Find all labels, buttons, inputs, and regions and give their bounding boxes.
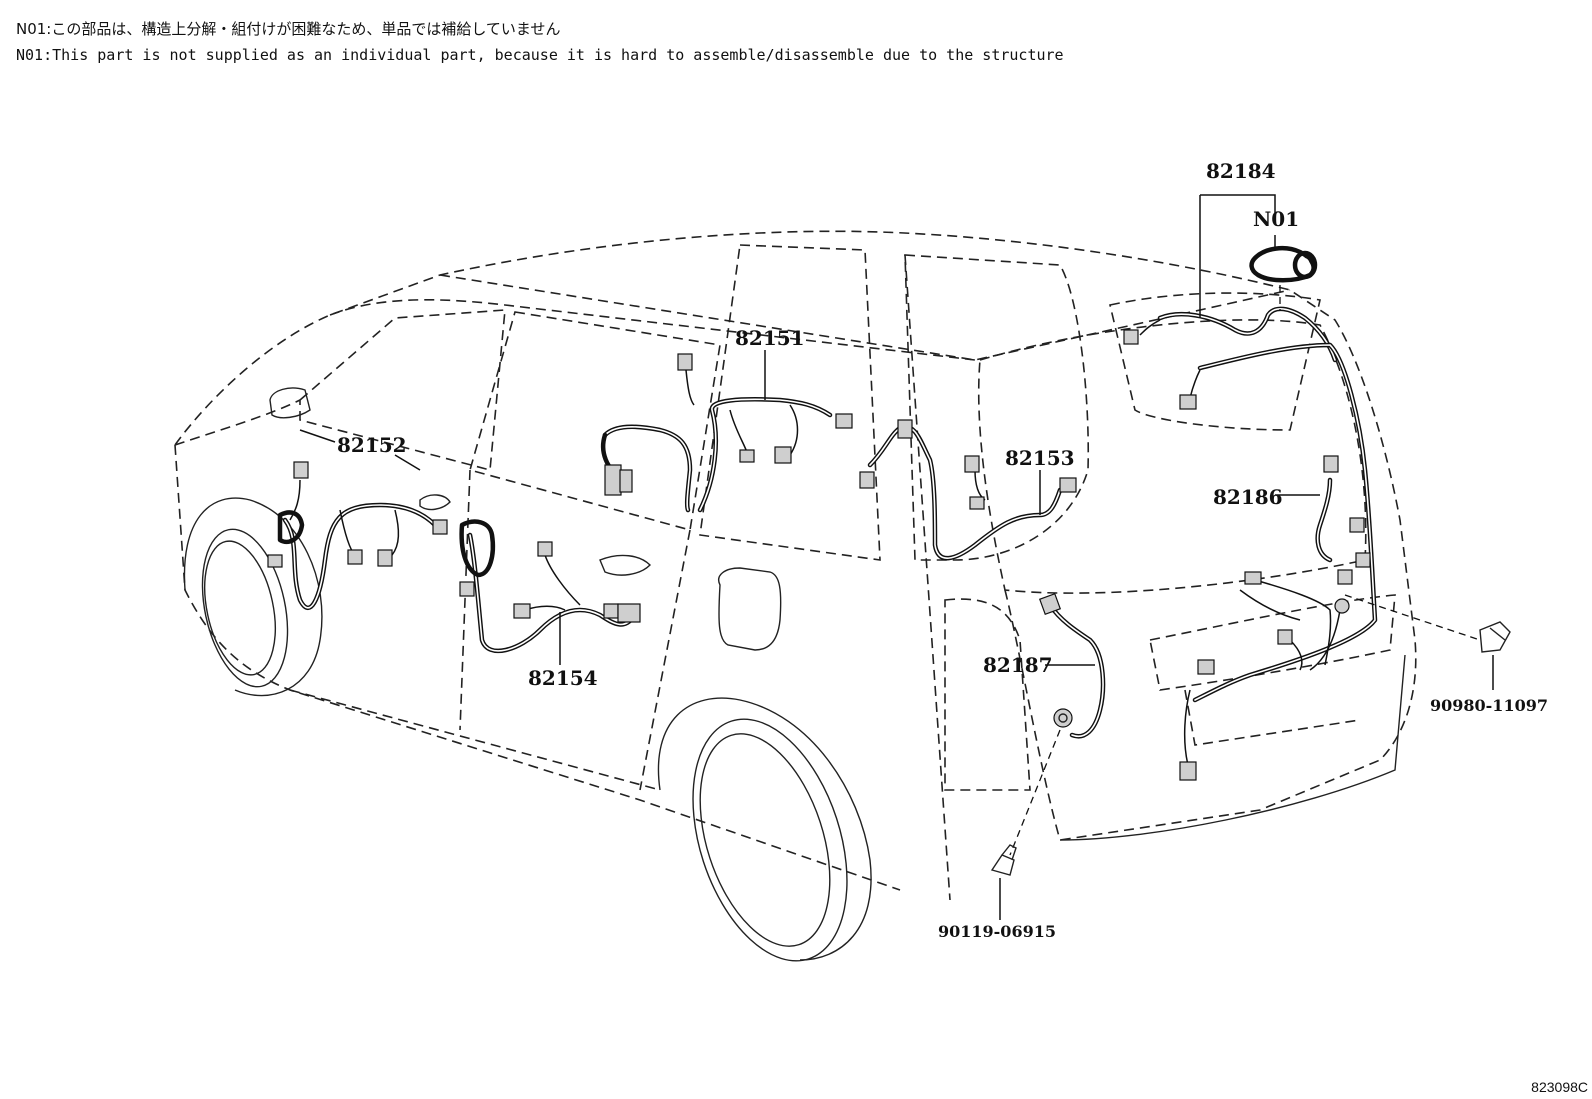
- label-n01: N01: [1253, 207, 1299, 231]
- label-90980-11097: 90980-11097: [1430, 696, 1548, 715]
- note-japanese: N01:この部品は、構造上分解・組付けが困難なため、単品では補給していません: [16, 20, 561, 38]
- harness-82151: [600, 353, 853, 513]
- connector-90980: [1344, 594, 1511, 690]
- vehicle-body-outline: [174, 230, 1417, 901]
- bolt-90119: [990, 729, 1061, 920]
- label-82184: 82184: [1206, 159, 1276, 183]
- harness-82184: [1123, 245, 1378, 703]
- leader-lines: [299, 194, 1320, 666]
- harness-82152: [267, 461, 448, 610]
- rear-wheel: [657, 697, 872, 962]
- harness-82153: [859, 419, 1077, 561]
- label-82152: 82152: [337, 433, 407, 457]
- label-82186: 82186: [1213, 485, 1283, 509]
- harness-82187: [1038, 592, 1106, 739]
- label-82151: 82151: [735, 326, 805, 350]
- illustration-code: 823098C: [1531, 1079, 1588, 1095]
- harness-82154: [459, 519, 641, 654]
- label-82154: 82154: [528, 666, 598, 690]
- label-82187: 82187: [983, 653, 1053, 677]
- note-english: N01:This part is not supplied as an indi…: [16, 46, 1064, 64]
- harness-82186: [1179, 455, 1371, 781]
- label-90119-06915: 90119-06915: [938, 922, 1056, 941]
- front-wheel: [183, 497, 323, 697]
- label-82153: 82153: [1005, 446, 1075, 470]
